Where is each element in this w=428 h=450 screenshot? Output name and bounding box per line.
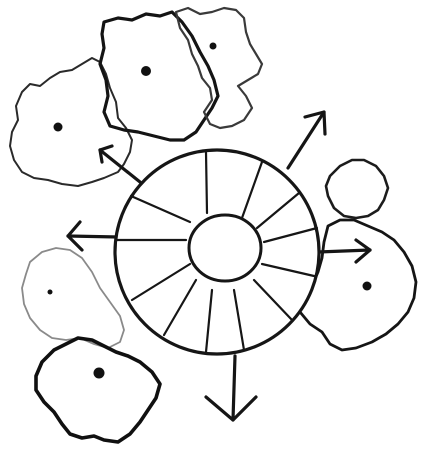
arrow-right — [318, 240, 370, 262]
spoke-1 — [206, 152, 207, 213]
region-bottom-left-blob — [36, 338, 160, 442]
region-dot-top-center — [141, 66, 151, 76]
region-dot-right-large — [363, 282, 372, 291]
region-right-small-blob — [326, 160, 388, 218]
region-top-right-blob — [176, 8, 262, 128]
region-dot-upper-left — [54, 123, 63, 132]
wheel-hub — [189, 215, 261, 281]
arrow-left — [68, 222, 118, 250]
region-dot-bottom-left — [94, 368, 105, 379]
region-upper-left-blob — [10, 58, 132, 186]
arrow-down — [206, 356, 256, 420]
region-dot-lower-left — [48, 290, 53, 295]
region-lower-left-blob — [22, 248, 124, 348]
arrow-upper-right — [288, 112, 325, 168]
region-dot-top-right — [210, 43, 217, 50]
central-wheel — [115, 150, 319, 354]
